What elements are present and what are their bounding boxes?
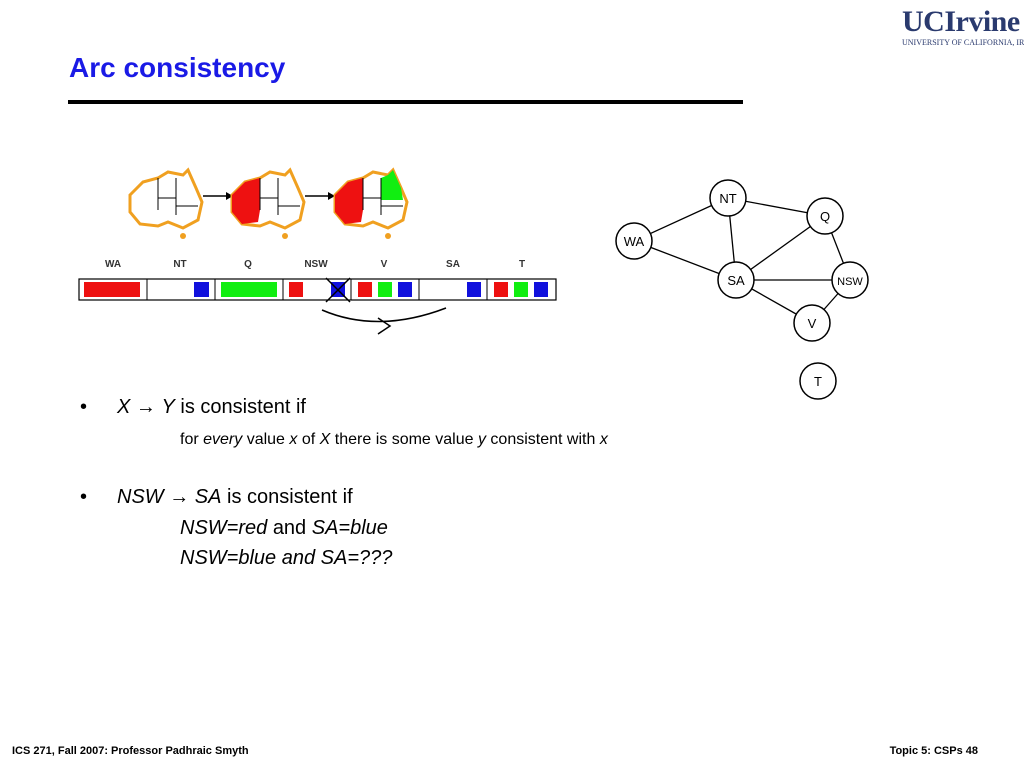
- col-header-t: T: [519, 259, 525, 270]
- col-header-q: Q: [244, 259, 252, 270]
- node-label-q: Q: [820, 209, 830, 224]
- text-of: of: [301, 431, 316, 448]
- text-X: X: [319, 431, 331, 448]
- node-label-v: V: [808, 316, 817, 331]
- text-xend: x: [599, 431, 608, 448]
- node-label-wa: WA: [624, 234, 645, 249]
- bullet-2-text: is consistent if: [227, 486, 353, 508]
- col-header-wa: WA: [105, 259, 121, 270]
- text-consistent: consistent with: [490, 431, 596, 448]
- sa-blue: [467, 282, 481, 297]
- col-header-sa: SA: [446, 259, 460, 270]
- logo-wordmark: UCIrvine: [902, 5, 1020, 38]
- constraint-graph: NT Q WA SA NSW V T: [600, 170, 880, 414]
- col-header-nsw: NSW: [304, 259, 328, 270]
- australia-map-2: [230, 167, 306, 239]
- domains-figure: WA NT Q NSW V SA T: [78, 158, 558, 342]
- slide-title: Arc consistency: [69, 52, 286, 83]
- bullet-dot: •: [80, 486, 88, 508]
- v-blue: [398, 282, 412, 297]
- title-underline: [68, 100, 743, 104]
- t-blue: [534, 282, 548, 297]
- domains-figure-svg: WA NT Q NSW V SA T: [78, 167, 557, 335]
- text-sa-blue: SA=blue: [311, 517, 388, 539]
- col-header-nt: NT: [173, 259, 186, 270]
- nt-blue: [194, 282, 209, 297]
- graph-nodes: [615, 179, 869, 400]
- bullet-1-text: is consistent if: [180, 396, 306, 418]
- logo-subtitle: UNIVERSITY OF CALIFORNIA, IRVINE: [902, 38, 1024, 47]
- text-every: every: [203, 431, 243, 448]
- arrow-2: [305, 192, 335, 200]
- arrow-symbol: →: [169, 486, 190, 508]
- var-x: X: [117, 396, 131, 418]
- australia-map-1: [128, 167, 204, 239]
- text-there: there is some value: [334, 431, 474, 448]
- footer-right: Topic 5: CSPs 48: [889, 745, 978, 757]
- bullet-2-sub-2: NSW=blue and SA=???: [180, 547, 392, 570]
- text-for: for: [180, 431, 199, 448]
- var-nsw: NSW: [117, 486, 164, 508]
- node-label-nt: NT: [719, 191, 736, 206]
- wa-red: [84, 282, 140, 297]
- arrow-symbol: →: [135, 396, 156, 418]
- text-value: value: [246, 431, 285, 448]
- node-q: [806, 197, 844, 235]
- text-and: and: [272, 517, 307, 539]
- arrow-1: [203, 192, 233, 200]
- bullet-1-sub: for every value x of X there is some val…: [180, 431, 608, 449]
- footer-left: ICS 271, Fall 2007: Professor Padhraic S…: [12, 745, 249, 757]
- node-label-sa: SA: [727, 273, 745, 288]
- node-label-nsw: NSW: [837, 276, 863, 288]
- var-sa: SA: [194, 486, 222, 508]
- australia-map-3: [333, 167, 409, 239]
- t-red: [494, 282, 508, 297]
- constraint-graph-svg: NT Q WA SA NSW V T: [615, 179, 869, 400]
- node-label-t: T: [814, 374, 822, 389]
- ucirvine-logo: UCIrvine UNIVERSITY OF CALIFORNIA, IRVIN…: [900, 6, 1024, 48]
- node-t: [799, 362, 837, 400]
- text-nsw-blue-sa: NSW=blue and SA=???: [180, 547, 393, 569]
- var-y: Y: [161, 396, 175, 418]
- v-red: [358, 282, 372, 297]
- bullet-2-sub-1: NSW=red and SA=blue: [180, 517, 388, 540]
- domain-table: [78, 277, 557, 303]
- t-green: [514, 282, 528, 297]
- text-xvar: x: [289, 431, 298, 448]
- q-green: [221, 282, 277, 297]
- text-yvar: y: [477, 431, 486, 448]
- node-nt: [709, 179, 747, 217]
- bullet-dot: •: [80, 396, 88, 418]
- node-sa: [717, 261, 755, 299]
- text-nsw-red: NSW=red: [180, 517, 268, 539]
- v-green: [378, 282, 392, 297]
- nsw-red: [289, 282, 303, 297]
- node-nsw: [831, 261, 869, 299]
- arc-arrow: [321, 307, 447, 335]
- node-v: [793, 304, 831, 342]
- node-wa: [615, 222, 653, 260]
- col-header-v: V: [381, 259, 388, 270]
